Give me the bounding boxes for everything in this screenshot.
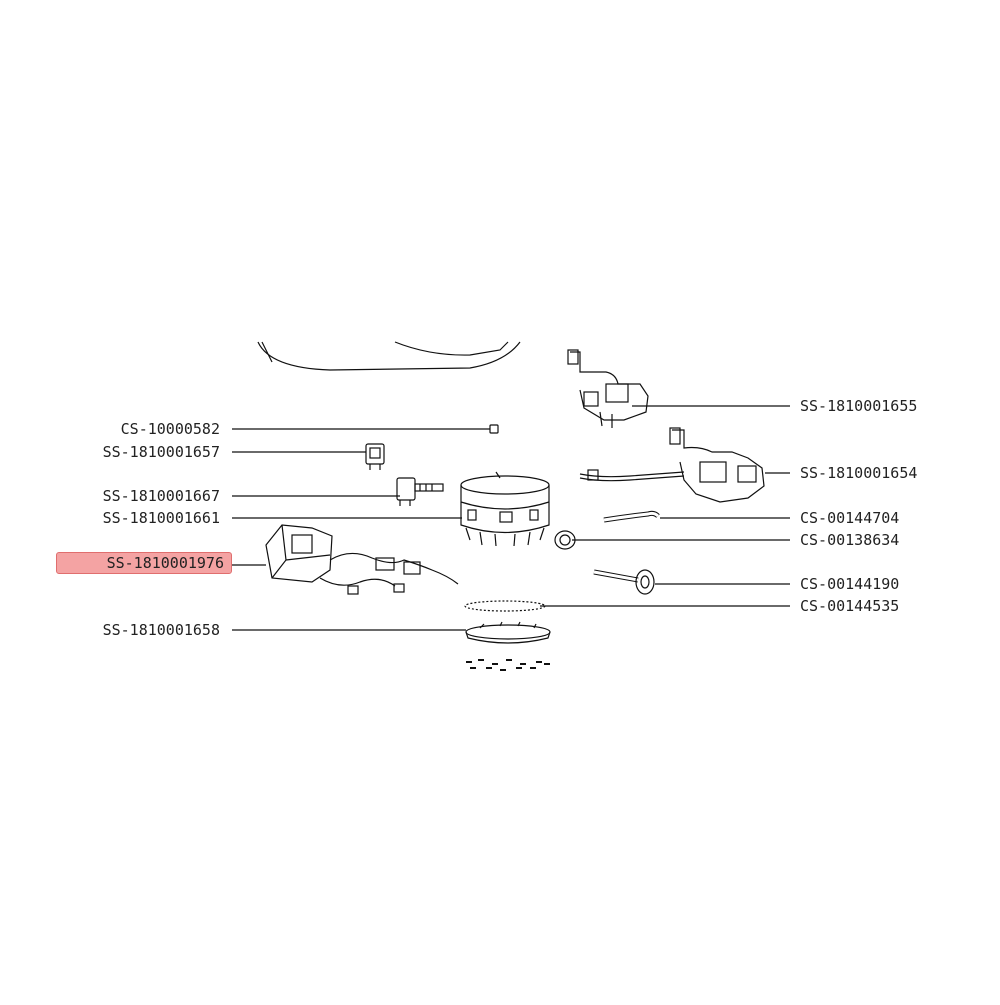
label-cs-00144704[interactable]: CS-00144704 [800,509,900,527]
part-screw-cap [593,569,655,595]
housing-top-part [257,341,521,371]
label-cs-00144535[interactable]: CS-00144535 [800,597,900,615]
part-seal-ring [554,530,576,550]
part-wiring-harness [265,524,459,595]
part-base-plate [465,621,551,671]
part-valve-top [567,349,649,428]
label-cs-00144190[interactable]: CS-00144190 [800,575,900,593]
part-heating-unit [460,471,550,547]
label-ss-1810001655[interactable]: SS-1810001655 [800,397,918,415]
part-sensor [396,477,444,506]
part-valve-assembly [579,427,765,503]
label-ss-1810001976-highlighted[interactable]: SS-1810001976 [56,552,232,574]
part-gasket [464,600,546,612]
part-small-clip [489,424,499,434]
label-ss-1810001661[interactable]: SS-1810001661 [102,509,220,527]
label-cs-10000582[interactable]: CS-10000582 [120,420,220,438]
label-ss-1810001657[interactable]: SS-1810001657 [102,443,220,461]
label-ss-1810001658[interactable]: SS-1810001658 [102,621,220,639]
label-ss-1810001667[interactable]: SS-1810001667 [102,487,220,505]
label-cs-00138634[interactable]: CS-00138634 [800,531,900,549]
label-ss-1810001654[interactable]: SS-1810001654 [800,464,918,482]
part-switch [365,443,385,470]
